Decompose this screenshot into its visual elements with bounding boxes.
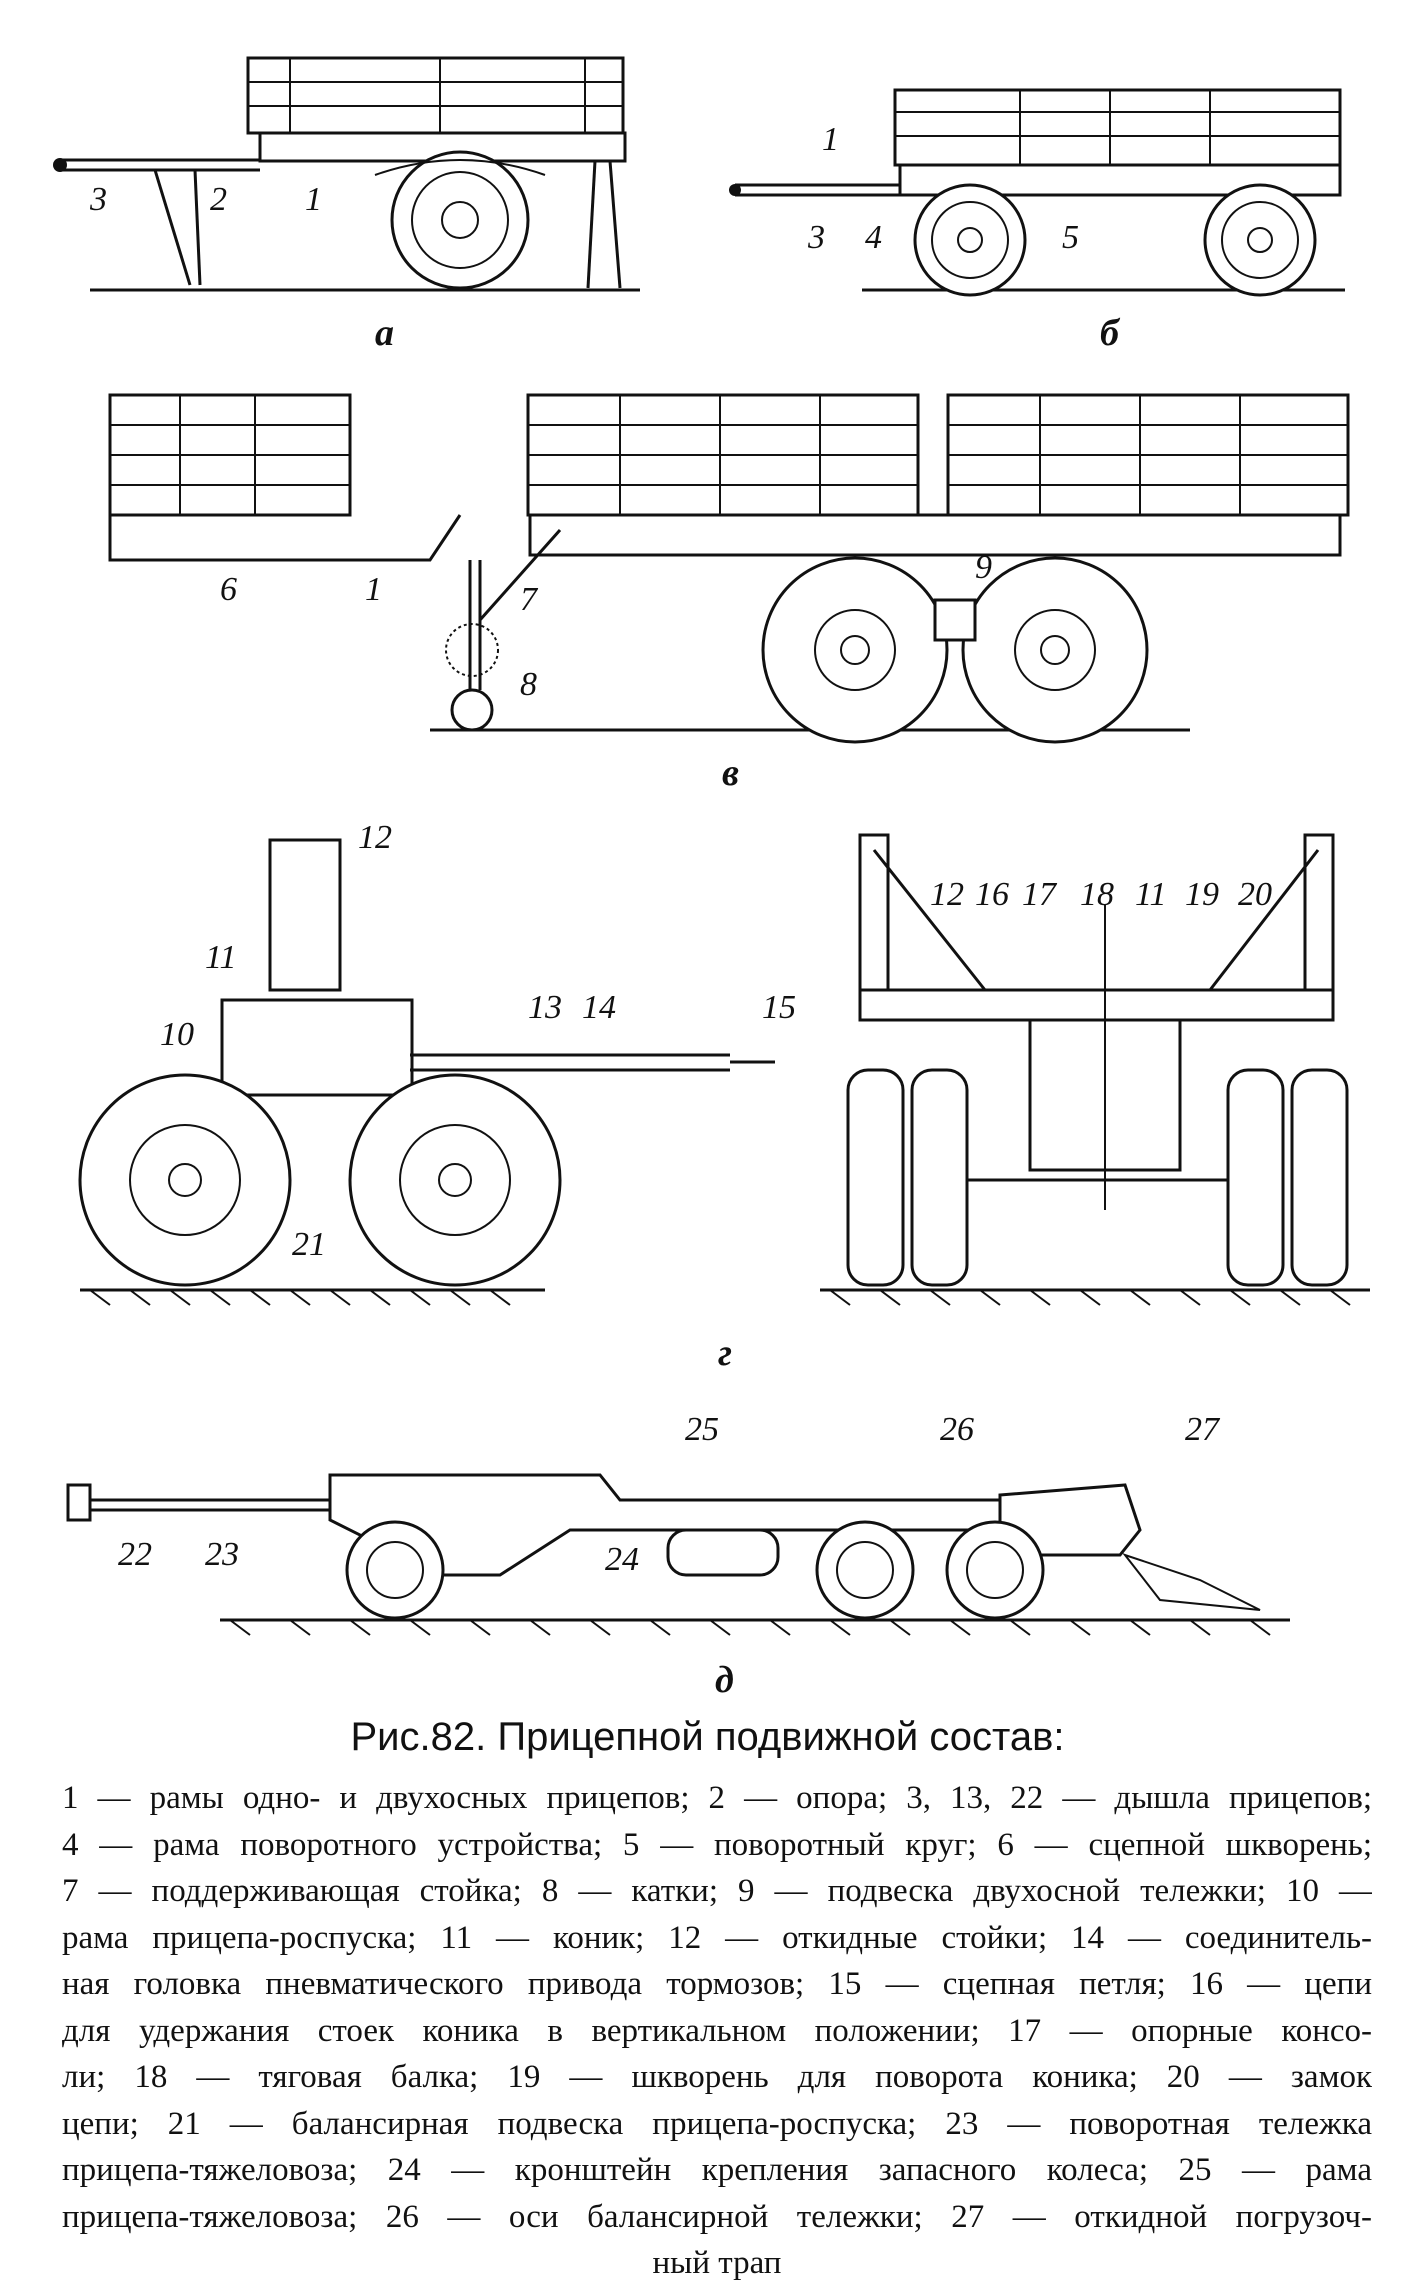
subfigure-letter-a: а: [375, 312, 394, 354]
callout-g-11: 11: [205, 939, 236, 976]
callout-d-26: 26: [940, 1411, 974, 1448]
legend-line: прицепа-тяжеловоза; 26 — оси балансирной…: [62, 2198, 1372, 2235]
callout-v-1: 1: [365, 571, 382, 608]
callout-a-3: 3: [89, 181, 107, 218]
subfigure-letters: а б в г д: [375, 312, 1121, 1700]
legend-line: прицепа-тяжеловоза; 24 — кронштейн крепл…: [62, 2152, 1372, 2188]
callout-g-r-11: 11: [1135, 876, 1166, 913]
subfigure-a: [53, 56, 640, 292]
callout-g-14: 14: [582, 989, 616, 1026]
callout-a-1: 1: [305, 181, 322, 218]
callout-g-13: 13: [528, 989, 562, 1026]
subfigure-g-right: [820, 833, 1370, 1306]
callout-v-6: 6: [220, 571, 237, 608]
caption-text: . Прицепной подвижной состав:: [475, 1715, 1065, 1759]
callout-g-r-18: 18: [1080, 876, 1114, 913]
legend-line: 7 — поддерживающая стойка; 8 — катки; 9 …: [62, 1873, 1372, 1909]
callout-g-15: 15: [762, 989, 796, 1026]
legend-line: цепи; 21 — балансирная подвеска прицепа-…: [62, 2105, 1372, 2142]
callout-b-1: 1: [822, 121, 839, 158]
callout-d-23: 23: [205, 1536, 239, 1573]
subfigure-v: [108, 393, 1350, 744]
callout-d-24: 24: [605, 1541, 639, 1578]
caption-prefix: Рис.: [350, 1715, 431, 1759]
subfigure-d: [66, 1473, 1290, 1636]
figure-caption: Рис.82. Прицепной подвижной состав:: [0, 1715, 1415, 1760]
callout-b-3: 3: [807, 219, 825, 256]
callout-v-8: 8: [520, 666, 537, 703]
trailer-figure: 3 2 1 1 3 4 5 6 1 7 8 9 12 11 10 13 14 1…: [53, 56, 1370, 1700]
legend-line: ная головка пневматического привода торм…: [62, 1966, 1372, 2002]
subfigure-letter-d: д: [715, 1659, 734, 1700]
callout-b-5: 5: [1062, 219, 1079, 256]
legend-line: 1 — рамы одно- и двухосных прицепов; 2 —…: [62, 1780, 1372, 1816]
subfigure-b: [729, 88, 1345, 297]
subfigure-g-left: [78, 838, 775, 1306]
callout-g-12: 12: [358, 819, 392, 856]
callout-d-27: 27: [1185, 1411, 1221, 1448]
callout-v-7: 7: [520, 581, 539, 618]
subfigure-letter-b: б: [1100, 312, 1121, 354]
callout-labels: 3 2 1 1 3 4 5 6 1 7 8 9 12 11 10 13 14 1…: [89, 121, 1272, 1578]
legend-line: для удержания стоек коника в вертикально…: [62, 2012, 1372, 2049]
callout-v-9: 9: [975, 549, 992, 586]
subfigure-letter-v: в: [722, 752, 739, 794]
subfigure-letter-g: г: [718, 1332, 732, 1374]
figure-legend: 1 — рамы одно- и двухосных прицепов; 2 —…: [62, 1775, 1372, 2287]
callout-g-10: 10: [160, 1016, 194, 1053]
callout-a-2: 2: [210, 181, 227, 218]
callout-b-4: 4: [865, 219, 882, 256]
legend-line: 4 — рама поворотного устройства; 5 — пов…: [62, 1826, 1372, 1863]
legend-line: ный трап: [652, 2245, 782, 2281]
callout-g-r-16: 16: [975, 876, 1009, 913]
callout-g-r-17: 17: [1022, 876, 1058, 913]
caption-number: 82: [430, 1715, 476, 1759]
callout-d-25: 25: [685, 1411, 719, 1448]
callout-g-21: 21: [292, 1226, 326, 1263]
callout-g-r-12: 12: [930, 876, 964, 913]
callout-g-r-19: 19: [1185, 876, 1219, 913]
callout-d-22: 22: [118, 1536, 152, 1573]
legend-line: ли; 18 — тяговая балка; 19 — шкворень дл…: [62, 2059, 1372, 2095]
callout-g-r-20: 20: [1238, 876, 1272, 913]
legend-line: рама прицепа-роспуска; 11 — коник; 12 — …: [62, 1919, 1372, 1956]
